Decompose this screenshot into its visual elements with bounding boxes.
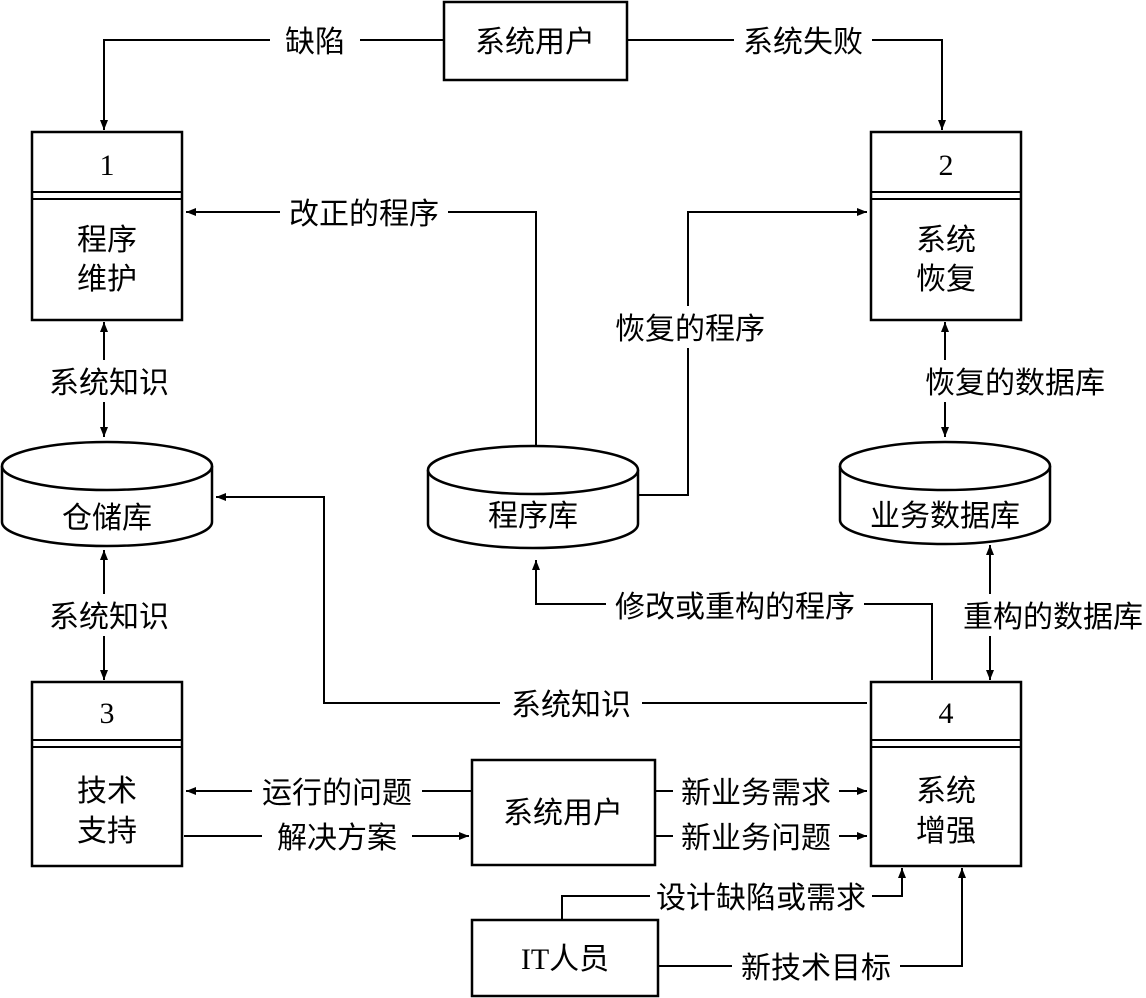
process-number: 3 <box>100 697 115 730</box>
flow-recovered-program <box>638 208 867 496</box>
svg-text:改正的程序: 改正的程序 <box>289 197 439 232</box>
label-restructured-db: 重构的数据库 <box>960 594 1146 636</box>
svg-text:系统用户: 系统用户 <box>475 25 595 60</box>
process-number: 2 <box>939 149 954 182</box>
label-design-defect: 设计缺陷或需求 <box>650 876 872 916</box>
process-3-technical-support: 3 技术 支持 <box>30 680 184 868</box>
label-system-failure: 系统失败 <box>734 20 872 60</box>
store-business-db: 业务数据库 <box>838 440 1052 546</box>
process-name-line1: 系统 <box>916 223 976 258</box>
svg-text:仓储库: 仓储库 <box>62 501 152 536</box>
process-name-line2: 支持 <box>77 814 137 849</box>
flow-corrected-program <box>186 208 537 449</box>
svg-text:IT人员: IT人员 <box>521 943 609 976</box>
label-new-tech-goal: 新技术目标 <box>732 946 900 986</box>
process-2-system-recovery: 2 系统 恢复 <box>869 130 1023 322</box>
svg-text:恢复的数据库: 恢复的数据库 <box>925 366 1105 401</box>
store-repository: 仓储库 <box>0 440 214 548</box>
process-name-line2: 维护 <box>77 262 137 297</box>
flow-system-failure <box>627 39 946 130</box>
svg-text:系统用户: 系统用户 <box>503 796 623 831</box>
entity-it-staff: IT人员 <box>470 918 660 998</box>
svg-text:新业务需求: 新业务需求 <box>681 776 831 811</box>
svg-text:系统知识: 系统知识 <box>511 688 631 723</box>
process-name-line1: 技术 <box>77 774 137 809</box>
label-modified-program: 修改或重构的程序 <box>606 584 864 626</box>
svg-text:重构的数据库: 重构的数据库 <box>963 600 1143 635</box>
svg-text:修改或重构的程序: 修改或重构的程序 <box>615 590 855 625</box>
process-name-line1: 程序 <box>77 223 137 258</box>
entity-system-user-top: 系统用户 <box>442 0 629 82</box>
svg-text:运行的问题: 运行的问题 <box>262 776 412 811</box>
svg-text:解决方案: 解决方案 <box>277 821 397 856</box>
process-4-system-enhancement: 4 系统 增强 <box>869 680 1023 868</box>
svg-text:恢复的程序: 恢复的程序 <box>615 312 765 347</box>
process-number: 4 <box>939 697 954 730</box>
label-system-knowledge-1: 系统知识 <box>40 360 176 402</box>
label-system-knowledge-3: 系统知识 <box>500 683 642 723</box>
process-name-line2: 增强 <box>916 814 976 849</box>
label-corrected-program: 改正的程序 <box>280 192 448 232</box>
process-name-line2: 恢复 <box>916 262 976 297</box>
svg-text:新业务问题: 新业务问题 <box>681 821 831 856</box>
process-1-program-maintenance: 1 程序 维护 <box>30 130 184 322</box>
label-recovered-db: 恢复的数据库 <box>916 360 1116 402</box>
svg-text:系统知识: 系统知识 <box>49 600 169 635</box>
label-operation-problem: 运行的问题 <box>252 771 422 811</box>
svg-text:系统失败: 系统失败 <box>743 25 863 60</box>
label-system-knowledge-2: 系统知识 <box>40 594 176 636</box>
label-defect: 缺陷 <box>270 20 360 60</box>
label-new-problem: 新业务问题 <box>673 816 839 856</box>
svg-text:系统知识: 系统知识 <box>49 366 169 401</box>
process-name-line1: 系统 <box>916 774 976 809</box>
svg-text:业务数据库: 业务数据库 <box>870 499 1020 534</box>
svg-text:缺陷: 缺陷 <box>285 25 345 60</box>
svg-text:程序库: 程序库 <box>488 499 578 534</box>
entity-system-user-mid: 系统用户 <box>470 758 657 867</box>
svg-text:设计缺陷或需求: 设计缺陷或需求 <box>656 881 866 916</box>
store-program-library: 程序库 <box>426 444 640 550</box>
svg-text:新技术目标: 新技术目标 <box>741 951 891 986</box>
process-number: 1 <box>100 149 115 182</box>
label-solution: 解决方案 <box>262 816 412 856</box>
label-new-requirement: 新业务需求 <box>673 771 839 811</box>
label-recovered-program: 恢复的程序 <box>610 306 770 348</box>
